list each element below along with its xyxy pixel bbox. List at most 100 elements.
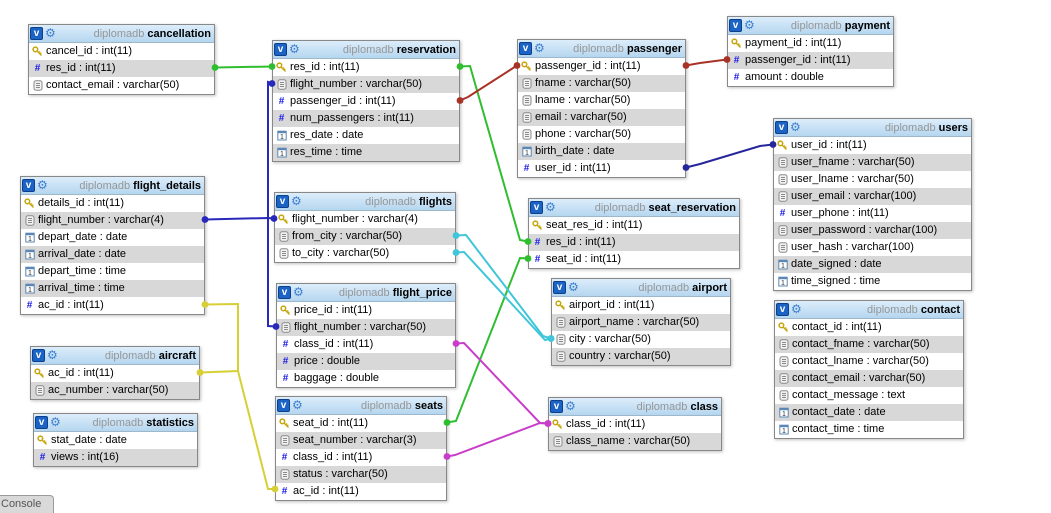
column-row[interactable]: user_id : int(11) [774, 137, 971, 154]
column-row[interactable]: #passenger_id : int(11) [728, 52, 893, 69]
table-header[interactable]: v⚙diplomadb flight_details [21, 177, 204, 195]
table-options-gear-icon[interactable]: ⚙ [568, 280, 579, 294]
column-row[interactable]: from_city : varchar(50) [275, 228, 455, 245]
column-row[interactable]: contact_message : text [775, 387, 963, 404]
structure-toggle-icon[interactable]: v [277, 399, 290, 412]
table-header[interactable]: v⚙diplomadb class [549, 398, 721, 416]
table-header[interactable]: v⚙diplomadb contact [775, 301, 963, 319]
column-row[interactable]: passenger_id : int(11) [518, 58, 685, 75]
column-row[interactable]: airport_id : int(11) [552, 297, 730, 314]
table-options-gear-icon[interactable]: ⚙ [293, 285, 304, 299]
column-row[interactable]: flight_number : varchar(50) [273, 76, 459, 93]
column-row[interactable]: user_lname : varchar(50) [774, 171, 971, 188]
column-row[interactable]: #class_id : int(11) [276, 449, 446, 466]
column-row[interactable]: #price : double [277, 353, 455, 370]
structure-toggle-icon[interactable]: v [553, 281, 566, 294]
table-options-gear-icon[interactable]: ⚙ [291, 194, 302, 208]
structure-toggle-icon[interactable]: v [30, 27, 43, 40]
table-header[interactable]: v⚙diplomadb flights [275, 193, 455, 211]
column-row[interactable]: #amount : double [728, 69, 893, 86]
column-row[interactable]: price_id : int(11) [277, 302, 455, 319]
column-row[interactable]: contact_fname : varchar(50) [775, 336, 963, 353]
table-header[interactable]: v⚙diplomadb users [774, 119, 971, 137]
column-row[interactable]: #seat_id : int(11) [529, 251, 739, 268]
structure-toggle-icon[interactable]: v [729, 19, 742, 32]
column-row[interactable]: class_id : int(11) [549, 416, 721, 433]
column-row[interactable]: #user_phone : int(11) [774, 205, 971, 222]
column-row[interactable]: #passenger_id : int(11) [273, 93, 459, 110]
column-row[interactable]: airport_name : varchar(50) [552, 314, 730, 331]
table-options-gear-icon[interactable]: ⚙ [565, 399, 576, 413]
table-options-gear-icon[interactable]: ⚙ [790, 120, 801, 134]
column-row[interactable]: #res_id : int(11) [529, 234, 739, 251]
structure-toggle-icon[interactable]: v [35, 416, 48, 429]
table-header[interactable]: v⚙diplomadb reservation [273, 41, 459, 59]
column-row[interactable]: ac_number : varchar(50) [31, 382, 199, 399]
column-row[interactable]: payment_id : int(11) [728, 35, 893, 52]
structure-toggle-icon[interactable]: v [550, 400, 563, 413]
structure-toggle-icon[interactable]: v [278, 286, 291, 299]
column-row[interactable]: #ac_id : int(11) [276, 483, 446, 500]
column-row[interactable]: #views : int(16) [34, 449, 197, 466]
column-row[interactable]: class_name : varchar(50) [549, 433, 721, 450]
structure-toggle-icon[interactable]: v [519, 42, 532, 55]
column-row[interactable]: user_email : varchar(100) [774, 188, 971, 205]
column-row[interactable]: contact_email : varchar(50) [29, 77, 214, 94]
table-options-gear-icon[interactable]: ⚙ [45, 26, 56, 40]
column-row[interactable]: seat_id : int(11) [276, 415, 446, 432]
column-row[interactable]: #num_passengers : int(11) [273, 110, 459, 127]
structure-toggle-icon[interactable]: v [776, 303, 789, 316]
column-row[interactable]: flight_number : varchar(50) [277, 319, 455, 336]
column-row[interactable]: user_password : varchar(100) [774, 222, 971, 239]
table-header[interactable]: v⚙diplomadb seat_reservation [529, 199, 739, 217]
column-row[interactable]: phone : varchar(50) [518, 126, 685, 143]
table-header[interactable]: v⚙diplomadb statistics [34, 414, 197, 432]
console-tab[interactable]: Console [0, 495, 55, 513]
column-row[interactable]: #res_id : int(11) [29, 60, 214, 77]
column-row[interactable]: country : varchar(50) [552, 348, 730, 365]
column-row[interactable]: details_id : int(11) [21, 195, 204, 212]
column-row[interactable]: #class_id : int(11) [277, 336, 455, 353]
table-options-gear-icon[interactable]: ⚙ [545, 200, 556, 214]
column-row[interactable]: user_hash : varchar(100) [774, 239, 971, 256]
structure-toggle-icon[interactable]: v [775, 121, 788, 134]
table-header[interactable]: v⚙diplomadb payment [728, 17, 893, 35]
column-row[interactable]: contact_lname : varchar(50) [775, 353, 963, 370]
column-row[interactable]: #ac_id : int(11) [21, 297, 204, 314]
table-header[interactable]: v⚙diplomadb aircraft [31, 347, 199, 365]
column-row[interactable]: contact_email : varchar(50) [775, 370, 963, 387]
table-options-gear-icon[interactable]: ⚙ [47, 348, 58, 362]
column-row[interactable]: to_city : varchar(50) [275, 245, 455, 262]
column-row[interactable]: seat_res_id : int(11) [529, 217, 739, 234]
structure-toggle-icon[interactable]: v [276, 195, 289, 208]
column-row[interactable]: seat_number : varchar(3) [276, 432, 446, 449]
column-row[interactable]: email : varchar(50) [518, 109, 685, 126]
table-options-gear-icon[interactable]: ⚙ [292, 398, 303, 412]
structure-toggle-icon[interactable]: v [22, 179, 35, 192]
structure-toggle-icon[interactable]: v [530, 201, 543, 214]
table-header[interactable]: v⚙diplomadb passenger [518, 40, 685, 58]
column-row[interactable]: stat_date : date [34, 432, 197, 449]
table-header[interactable]: v⚙diplomadb flight_price [277, 284, 455, 302]
column-row[interactable]: contact_id : int(11) [775, 319, 963, 336]
